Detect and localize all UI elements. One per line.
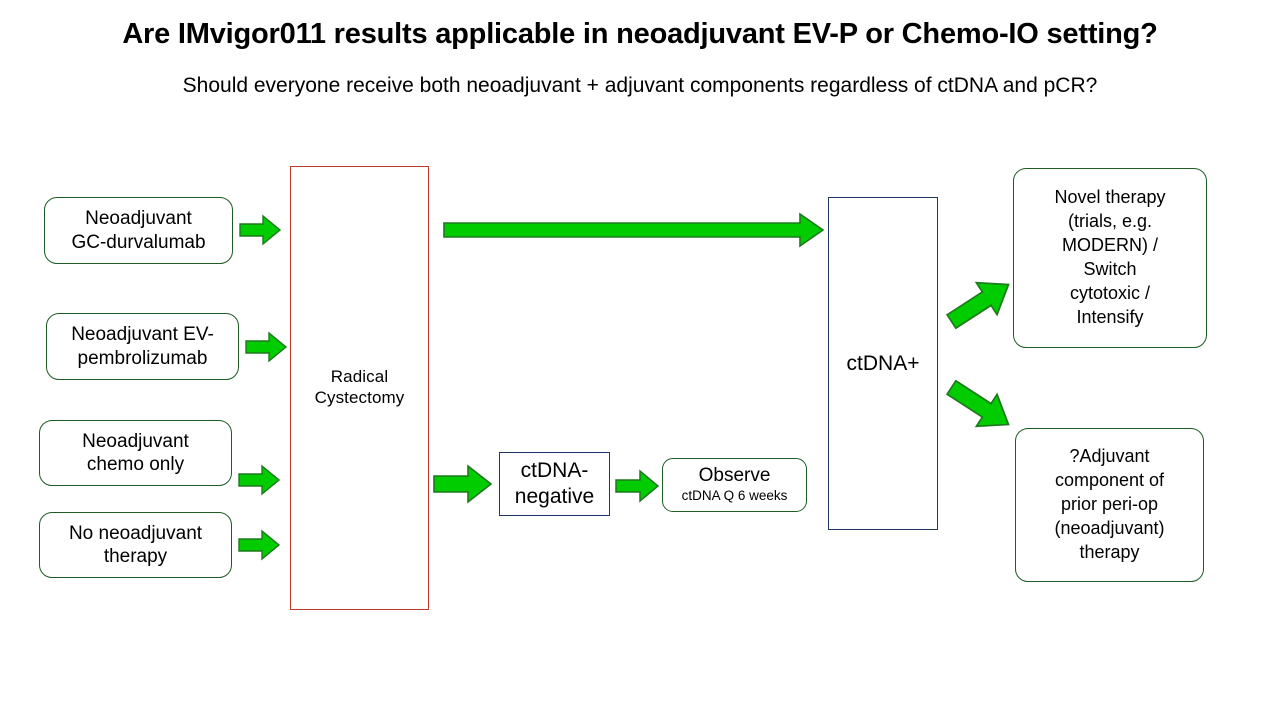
node-line: ctDNA+ bbox=[846, 351, 920, 375]
node-line: Cystectomy bbox=[314, 388, 405, 407]
node-radical-cystectomy[interactable]: Radical Cystectomy bbox=[290, 166, 429, 610]
node-line: Neoadjuvant bbox=[82, 430, 189, 452]
node-neoadjuvant-chemo-only[interactable]: Neoadjuvant chemo only bbox=[39, 420, 232, 486]
node-line: therapy bbox=[1079, 541, 1140, 562]
node-neoadjuvant-gc-durvalumab[interactable]: Neoadjuvant GC-durvalumab bbox=[44, 197, 233, 264]
node-novel-therapy[interactable]: Novel therapy (trials, e.g. MODERN) / Sw… bbox=[1013, 168, 1207, 348]
arrow-right-icon-chemo-to-cystectomy bbox=[238, 464, 281, 496]
node-line: Intensify bbox=[1076, 306, 1144, 327]
node-line: negative bbox=[514, 485, 595, 508]
node-line: (trials, e.g. bbox=[1067, 211, 1153, 232]
node-line: GC-durvalumab bbox=[71, 231, 206, 253]
arrow-right-icon-ev-to-cystectomy bbox=[245, 331, 288, 363]
node-line: therapy bbox=[103, 546, 168, 567]
node-line: chemo only bbox=[86, 454, 185, 475]
node-line: cytotoxic / bbox=[1069, 282, 1151, 303]
node-line-sub: ctDNA Q 6 weeks bbox=[681, 487, 788, 503]
node-line: Radical bbox=[330, 367, 389, 387]
node-line: ?Adjuvant bbox=[1069, 446, 1150, 467]
node-line: MODERN) / bbox=[1062, 235, 1158, 256]
node-neoadjuvant-ev-pembrolizumab[interactable]: Neoadjuvant EV- pembrolizumab bbox=[46, 313, 239, 380]
arrow-diagonal-up-right-icon-to-novel-therapy bbox=[942, 275, 1018, 331]
node-no-neoadjuvant-therapy[interactable]: No neoadjuvant therapy bbox=[39, 512, 232, 578]
node-line: Neoadjuvant bbox=[85, 208, 192, 230]
node-line: pembrolizumab bbox=[77, 347, 208, 369]
node-line: Switch bbox=[1083, 259, 1137, 279]
node-line: prior peri-op bbox=[1060, 494, 1159, 515]
node-line: No neoadjuvant bbox=[68, 522, 203, 544]
node-line: ctDNA- bbox=[520, 459, 589, 483]
arrow-right-icon-none-to-cystectomy bbox=[238, 529, 281, 561]
node-ctdna-positive[interactable]: ctDNA+ bbox=[828, 197, 938, 530]
node-observe[interactable]: Observe ctDNA Q 6 weeks bbox=[662, 458, 807, 512]
page-subtitle: Should everyone receive both neoadjuvant… bbox=[182, 74, 1098, 97]
arrow-right-icon-cystectomy-to-ctdna-positive bbox=[443, 212, 825, 248]
node-line: Novel therapy bbox=[1054, 187, 1166, 208]
arrow-diagonal-down-right-icon-to-adjuvant-component bbox=[942, 378, 1018, 434]
node-line: component of bbox=[1054, 470, 1165, 491]
arrow-right-icon-gc-to-cystectomy bbox=[239, 214, 282, 246]
arrow-right-icon-ctdna-negative-to-observe bbox=[615, 469, 660, 503]
node-line: (neoadjuvant) bbox=[1054, 517, 1165, 538]
node-ctdna-negative[interactable]: ctDNA- negative bbox=[499, 452, 610, 516]
node-adjuvant-component[interactable]: ?Adjuvant component of prior peri-op (ne… bbox=[1015, 428, 1204, 582]
arrow-right-icon-cystectomy-to-ctdna-negative bbox=[433, 463, 493, 505]
page-title: Are IMvigor011 results applicable in neo… bbox=[122, 18, 1158, 50]
node-line: Neoadjuvant EV- bbox=[71, 324, 214, 346]
node-line-main: Observe bbox=[698, 464, 771, 486]
